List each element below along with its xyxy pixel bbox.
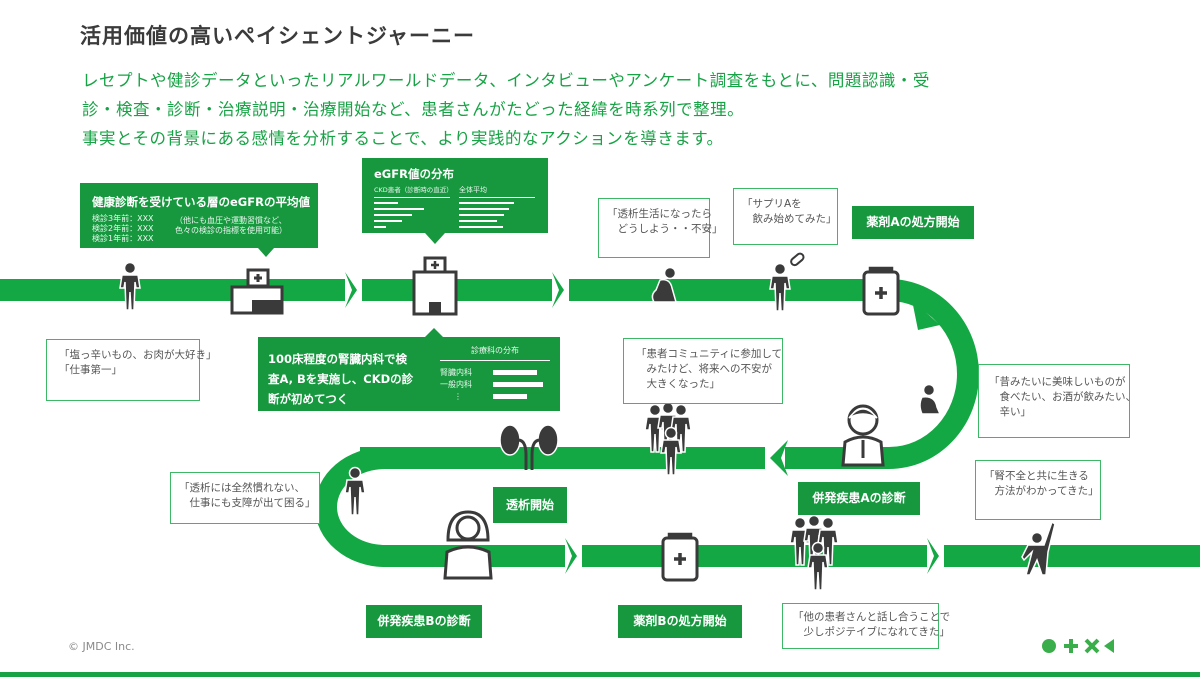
female-doctor-icon xyxy=(443,510,493,580)
male-doctor-icon xyxy=(841,404,885,467)
egfr-note: （他にも血圧や運動習慣など、 色々の検診の指標を使用可能） xyxy=(175,216,287,235)
egfr-col-ckd: CKD患者（診断時の直近） xyxy=(374,185,453,198)
kneeling-person-icon xyxy=(919,383,942,415)
medicine-bottle-icon xyxy=(862,265,900,316)
quote-bubble-salty: 「塩っ辛いもの、お肉が大好き」 「仕事第一」 xyxy=(46,339,217,401)
egfr-distribution-box: eGFR値の分布 CKD患者（診断時の直近） 全体平均 xyxy=(362,158,548,244)
dept-bar xyxy=(493,370,537,375)
group-of-people-icon xyxy=(789,514,839,591)
lead-line-3: 事実とその背景にある感情を分析することで、より実践的なアクションを導きます。 xyxy=(82,129,724,148)
department-box: 100床程度の腎臓内科で検 査A, Bを実施し、CKDの診 断が初めてつく 診療… xyxy=(258,328,560,411)
quote-bubble-miss-food: 「昔みたいに美味しいものが 食べたい、お酒が飲みたい、 辛い」 xyxy=(978,364,1136,438)
quote-bubble-community: 「患者コミュニティに参加して みたけど、将来への不安が 大きくなった」 xyxy=(623,338,783,404)
callout-pointer xyxy=(425,233,445,244)
pill-icon xyxy=(790,252,805,267)
page-title: 活用価値の高いペイシェントジャーニー xyxy=(80,24,475,48)
kidney-icon xyxy=(499,424,559,470)
egfr-distribution-title: eGFR値の分布 xyxy=(374,167,454,181)
cheering-person-icon xyxy=(1021,520,1056,576)
department-row: 腎臓内科 xyxy=(440,368,472,377)
dept-bar xyxy=(493,382,543,387)
person-icon xyxy=(119,261,141,311)
cross-icon xyxy=(1084,638,1100,654)
milestone-comorbid-b: 併発疾患Bの診断 xyxy=(366,605,482,638)
egfr-row: 検診3年前：XXX xyxy=(92,214,154,223)
quote-bubble-dialysis-worry: 「透析生活になったら どうしよう・・不安」 xyxy=(598,198,723,258)
lead-line-1: レセプトや健診データといったリアルワールドデータ、インタビューやアンケート調査を… xyxy=(82,71,930,90)
brand-mark xyxy=(1040,636,1130,660)
quote-bubble-supplement: 「サプリAを 飲み始めてみた」 xyxy=(733,188,838,245)
milestone-comorbid-a: 併発疾患Aの診断 xyxy=(798,482,920,515)
egfr-average-title: 健康診断を受けている層のeGFRの平均値 xyxy=(92,195,310,209)
lead-line-2: 診・検査・診断・治療説明・治療開始など、患者さんがたどった経緯を時系列で整理。 xyxy=(82,100,745,119)
copyright: © JMDC Inc. xyxy=(68,640,135,653)
medicine-bottle-icon xyxy=(661,531,699,582)
egfr-row: 検診2年前：XXX xyxy=(92,224,154,233)
department-chart-title: 診療科の分布 xyxy=(440,346,550,361)
all-distribution-bars xyxy=(459,202,514,228)
clinic-icon xyxy=(230,268,284,315)
milestone-drug-b: 薬剤Bの処方開始 xyxy=(618,605,742,638)
department-text: 100床程度の腎臓内科で検 査A, Bを実施し、CKDの診 断が初めてつく xyxy=(268,352,414,406)
dept-bar xyxy=(493,394,527,399)
quote-bubble-work-trouble: 「透析には全然慣れない、 仕事にも支障が出て困る」 xyxy=(170,472,320,524)
callout-pointer xyxy=(258,248,274,257)
department-row: ⋮ xyxy=(454,392,462,401)
quote-bubble-positive: 「他の患者さんと話し合うことで 少しポジテイブになれてきた」 xyxy=(782,603,950,649)
quote-bubble-live-with: 「腎不全と共に生きる 方法がわかってきた」 xyxy=(975,460,1101,520)
footer-bar xyxy=(0,672,1200,677)
triangle-icon xyxy=(1104,639,1114,653)
circle-icon xyxy=(1042,639,1056,653)
ckd-distribution-bars xyxy=(374,202,424,228)
callout-pointer xyxy=(424,328,444,338)
kneeling-person-icon xyxy=(651,266,677,303)
person-with-pill-icon xyxy=(769,262,791,312)
hospital-icon xyxy=(412,256,458,316)
plus-icon xyxy=(1064,639,1078,653)
milestone-dialysis-start: 透析開始 xyxy=(493,487,567,523)
egfr-average-box: 健康診断を受けている層のeGFRの平均値 検診3年前：XXX 検診2年前：XXX… xyxy=(80,183,318,257)
department-row: 一般内科 xyxy=(440,380,472,389)
egfr-col-all: 全体平均 xyxy=(459,185,535,198)
egfr-row: 検診1年前：XXX xyxy=(92,234,154,243)
milestone-drug-a: 薬剤Aの処方開始 xyxy=(852,206,974,239)
